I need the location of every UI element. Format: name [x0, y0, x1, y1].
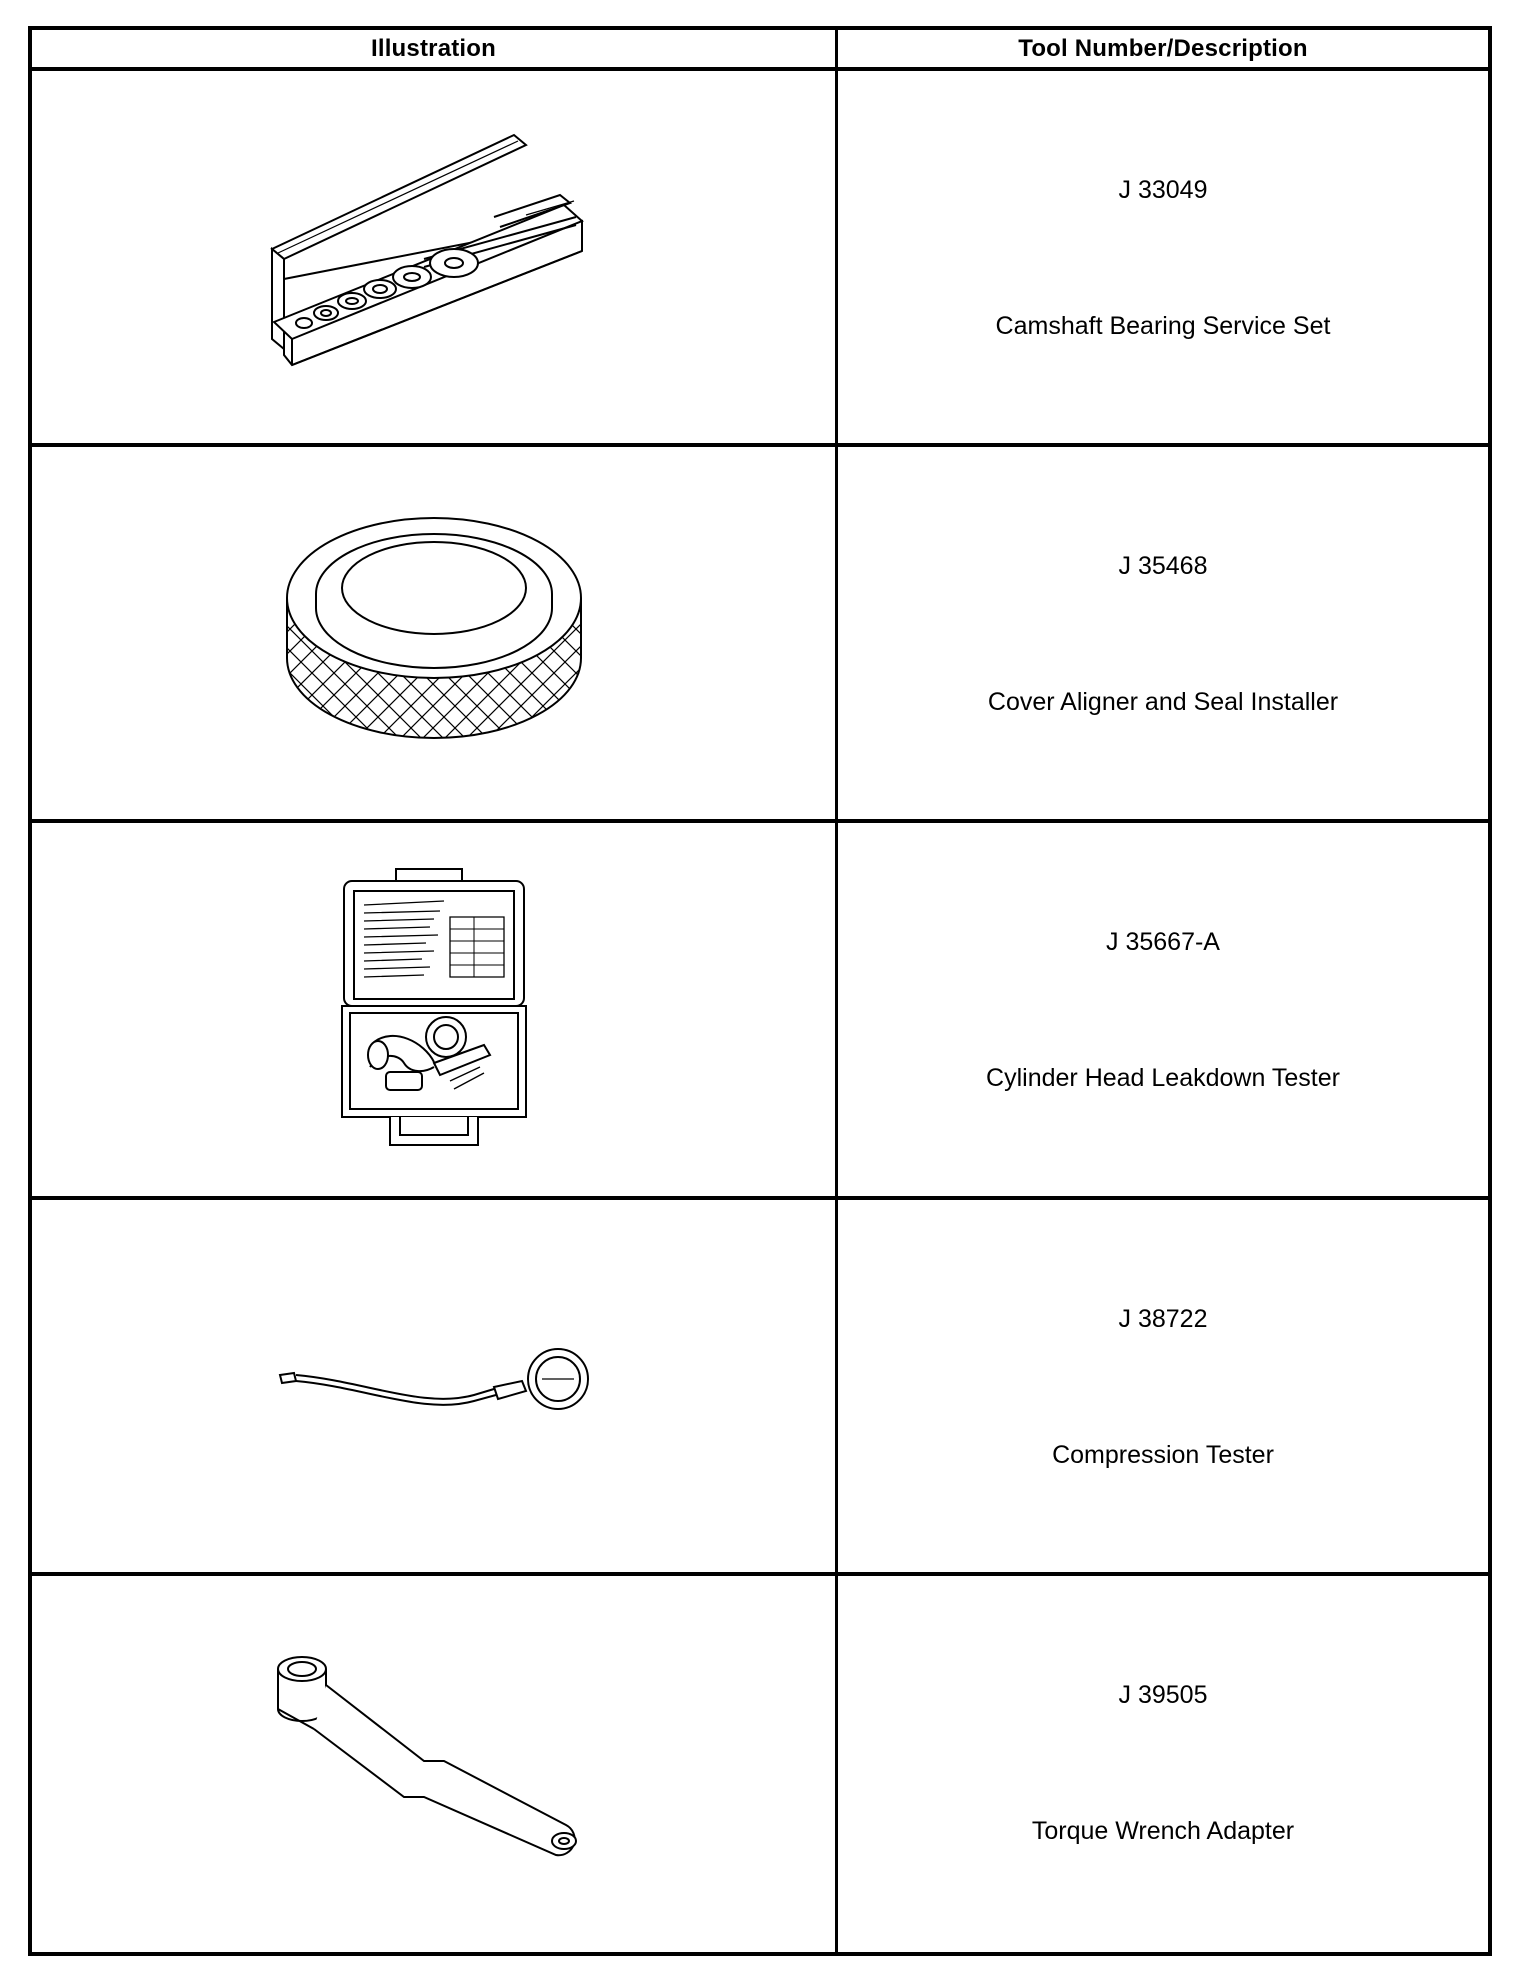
- illustration-cell: [32, 447, 838, 824]
- header-tool-number-description: Tool Number/Description: [838, 30, 1488, 71]
- tool-number: J 39505: [1118, 1680, 1208, 1709]
- illustration-cell: [32, 1199, 838, 1576]
- camshaft-bearing-set-icon: [264, 117, 604, 397]
- tool-number: J 38722: [1118, 1304, 1208, 1333]
- leakdown-tester-case-icon: [334, 867, 534, 1152]
- tool-info-cell: J 35667-A Cylinder Head Leakdown Tester: [838, 823, 1488, 1200]
- tool-description: Camshaft Bearing Service Set: [995, 312, 1331, 340]
- illustration-cell: [32, 71, 838, 448]
- tool-number: J 35667-A: [1106, 928, 1220, 957]
- header-illustration: Illustration: [32, 30, 838, 71]
- tool-description: Torque Wrench Adapter: [1031, 1816, 1295, 1845]
- tool-info-cell: J 38722 Compression Tester: [838, 1200, 1488, 1576]
- tool-description: Cylinder Head Leakdown Tester: [986, 1064, 1340, 1093]
- tool-info-cell: J 35468 Cover Aligner and Seal Installer: [838, 447, 1488, 824]
- illustration-cell: [32, 823, 838, 1200]
- compression-tester-icon: [274, 1341, 594, 1431]
- illustration-cell: [32, 1575, 838, 1952]
- tool-info-cell: J 39505 Torque Wrench Adapter: [838, 1576, 1488, 1952]
- torque-wrench-adapter-icon: [274, 1649, 594, 1879]
- special-tools-table: Illustration Tool Number/Description: [28, 26, 1492, 1956]
- tool-info-cell: J 33049 Camshaft Bearing Service Set: [838, 71, 1488, 448]
- tool-number: J 35468: [1118, 552, 1208, 581]
- tool-description: Cover Aligner and Seal Installer: [987, 688, 1339, 717]
- cover-aligner-icon: [279, 508, 589, 758]
- tool-description: Compression Tester: [1052, 1440, 1274, 1469]
- tool-number: J 33049: [1118, 176, 1208, 204]
